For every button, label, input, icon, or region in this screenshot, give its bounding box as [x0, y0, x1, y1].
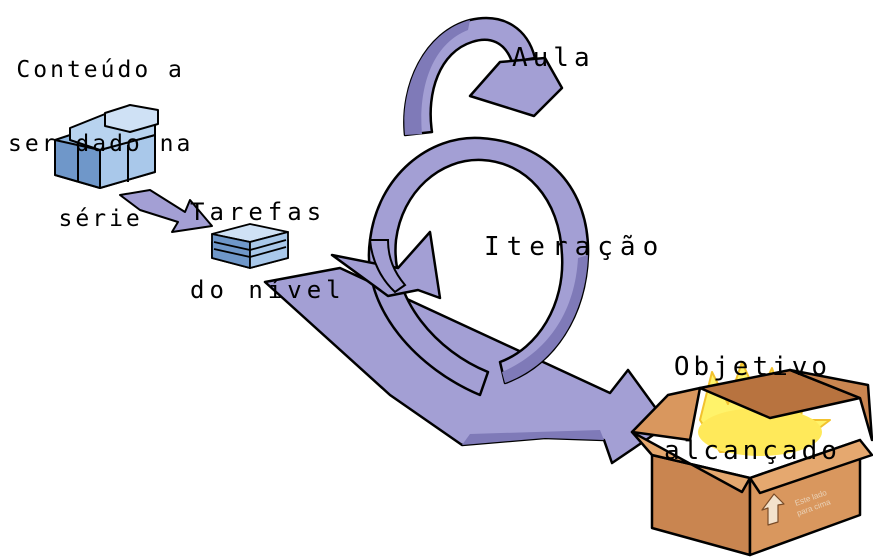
- content-label: Conteúdo a ser dado na série: [8, 8, 193, 281]
- goal-label-line-1: Objetivo: [673, 352, 832, 383]
- iteration-loop-ribbon-shade: [502, 255, 588, 383]
- lesson-loop-arrowhead: [468, 56, 564, 118]
- goal-label-line-2: alcançado: [664, 436, 841, 467]
- iteration-loop-neck: [368, 239, 407, 294]
- iteration-loop-arrowhead: [330, 230, 442, 300]
- up-arrow-icon: [761, 493, 785, 526]
- lesson-loop-shade: [404, 20, 470, 135]
- lesson-label: Aula: [512, 43, 595, 73]
- content-label-line-1: Conteúdo a: [16, 56, 185, 83]
- open-box-icon: Este lado para cima: [630, 361, 873, 557]
- paper-stack-icon: [211, 223, 289, 269]
- content-label-line-2: ser dado na: [8, 131, 194, 158]
- tasks-label-line-1: Tarefas: [190, 197, 327, 226]
- main-flow-arrow-shade: [462, 430, 604, 445]
- content-label-line-3: série: [58, 205, 143, 232]
- tasks-label: Tarefas do nível: [190, 148, 346, 355]
- stacked-blocks-icon: [54, 104, 159, 189]
- iteration-label: Iteração: [484, 232, 666, 262]
- tasks-label-line-2: do nível: [190, 275, 346, 304]
- blocks-to-tasks-arrow: [119, 189, 213, 233]
- goal-label: Objetivo alcançado: [664, 297, 841, 522]
